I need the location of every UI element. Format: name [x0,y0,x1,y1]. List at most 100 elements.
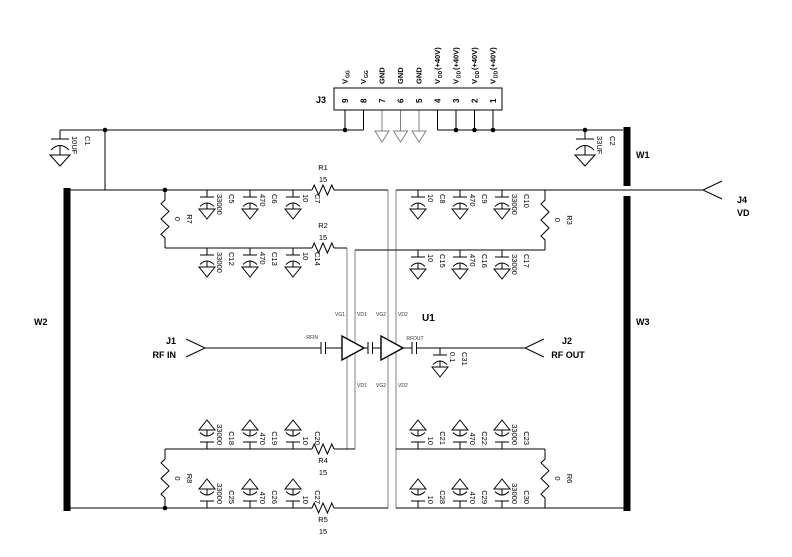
capacitor-name-label: C23 [522,431,531,445]
j3-pin-voltage-label: (+40V) [470,47,479,70]
ground-icon [197,266,217,278]
ground-icon [450,208,470,220]
u1-pin-vd2-bottom-label: VD2 [398,383,408,389]
ground-icon [283,208,303,220]
capacitor-value-label: 33000 [510,424,519,445]
j3-pin-signal-subscript: DD [438,70,444,78]
u1-pin-vg2-bottom-label: VG2 [376,383,386,389]
ground-icon [430,366,450,378]
capacitor-name-label: C17 [522,254,531,268]
j3-pin-number: 2 [471,98,480,103]
capacitor-value-label: 470 [258,432,267,445]
ground-icon [573,154,597,167]
capacitor-name-label: C27 [313,490,322,504]
capacitor-name-label: C30 [522,490,531,504]
j3-pin-number: 8 [360,98,369,103]
u1-pin-rfin-label: RFIN [306,335,318,341]
resistor-name-label: R4 [318,456,328,465]
resistor-value-label: 0 [553,476,562,480]
capacitor-name-label: C8 [438,194,447,204]
capacitor-name-label: C31 [460,352,469,366]
ground-icon [492,478,512,490]
capacitor-value-label: 10UF [70,136,79,155]
u1-pin-vg2-top-label: VG2 [376,312,386,318]
ground-icon [240,208,260,220]
amp-stage2-icon [380,334,405,362]
ground-icon [240,266,260,278]
resistor-value-label: 0 [173,217,182,221]
resistor-name-label: R6 [565,474,574,484]
u1-label: U1 [422,313,435,324]
j3-pin-number: 9 [341,98,350,103]
resistor-name-label: R3 [565,215,574,225]
capacitor-name-label: C26 [270,490,279,504]
ground-icon [48,154,72,167]
j3-pin-signal-subscript: GG [346,70,352,78]
ground-icon [450,478,470,490]
j4-connector-icon [701,180,723,200]
capacitor-name-label: C9 [480,194,489,204]
capacitor-value-label: 33000 [215,424,224,445]
ground-icon [408,268,428,280]
capacitor-name-label: C12 [227,252,236,266]
junction-dot [453,127,459,133]
bus-bar-w2-label: W2 [34,317,48,327]
j3-pin-number: 3 [452,98,461,103]
ground-icon [450,268,470,280]
j2-desc-label: RF OUT [551,350,585,360]
capacitor-name-label: C15 [438,254,447,268]
bus-bar-w3-label: W3 [636,317,650,327]
j3-pin-signal-label: V [359,79,368,84]
capacitor-value-label: 33000 [510,483,519,504]
capacitor-value-label: 470 [468,432,477,445]
capacitor-value-label: 33000 [510,194,519,215]
j1-connector-icon [185,338,207,358]
capacitor-value-label: 33000 [215,194,224,215]
ground-icon [240,478,260,490]
capacitor-value-label: 10 [426,254,435,262]
capacitor-name-label: C2 [608,136,617,146]
j4-label: J4 [737,195,747,205]
resistor-name-label: R7 [185,214,194,224]
capacitor-value-label: 470 [468,194,477,207]
capacitor-value-label: 10 [301,496,310,504]
resistor-value-label: 15 [319,468,327,477]
capacitor-name-label: C21 [438,431,447,445]
capacitor-name-label: C14 [313,252,322,266]
ground-icon [408,208,428,220]
resistor-value-label: 0 [553,218,562,222]
j3-pin-signal-label: V [470,79,479,84]
capacitor-name-label: C22 [480,431,489,445]
capacitor-name-label: C5 [227,194,236,204]
ground-icon [283,266,303,278]
resistor-value-label: 15 [319,175,327,184]
capacitor-name-label: C28 [438,490,447,504]
j3-pin-signal-label: V [433,79,442,84]
j3-pin-voltage-label: (+40V) [489,47,498,70]
capacitor-value-label: 10 [426,437,435,445]
ground-stub [381,110,420,131]
